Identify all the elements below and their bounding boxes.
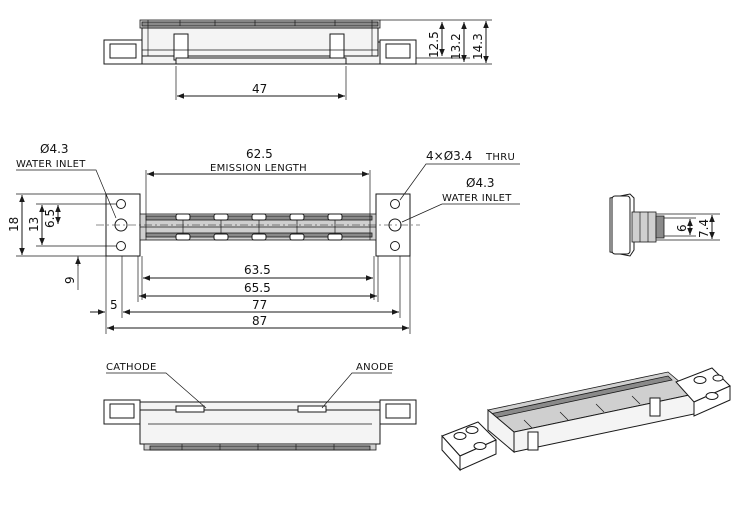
dim-18: 18	[7, 217, 21, 232]
dim-6: 6	[675, 224, 689, 232]
side-view-dimensions: 6 7.4	[656, 213, 720, 241]
emission-length-label: EMISSION LENGTH	[210, 163, 307, 174]
dim-6-5: 6.5	[43, 209, 57, 228]
thru-holes-label: THRU	[485, 152, 515, 163]
anode-label: ANODE	[356, 362, 394, 373]
bottom-view-labels: CATHODE ANODE	[106, 362, 394, 409]
left-hole-size: Ø4.3	[40, 142, 69, 156]
right-hole-size: Ø4.3	[466, 176, 495, 190]
dim-13: 13	[27, 217, 41, 232]
right-water-inlet-label: WATER INLET	[442, 193, 512, 204]
left-water-inlet-label: WATER INLET	[16, 159, 86, 170]
cathode-label: CATHODE	[106, 362, 157, 373]
dim-14-3: 14.3	[471, 33, 485, 60]
dim-77: 77	[252, 298, 267, 312]
front-view-dimensions: 62.5 EMISSION LENGTH Ø4.3 WATER INLET 4×…	[7, 142, 520, 334]
isometric-view	[441, 367, 731, 472]
thru-holes-size: 4×Ø3.4	[426, 149, 472, 163]
dim-63-5: 63.5	[244, 263, 271, 277]
dim-62-5: 62.5	[246, 147, 273, 161]
dim-5: 5	[110, 298, 118, 312]
dim-47: 47	[252, 82, 267, 96]
front-view	[96, 193, 420, 257]
dim-7-4: 7.4	[697, 219, 711, 238]
bottom-view	[103, 399, 417, 451]
top-view-dimensions: 47 12.5 13.2 14.3	[175, 19, 492, 100]
dim-12-5: 12.5	[427, 31, 441, 58]
dim-13-2: 13.2	[449, 33, 463, 60]
top-view	[103, 19, 417, 65]
side-view	[609, 193, 665, 257]
dim-65-5: 65.5	[244, 281, 271, 295]
dim-87: 87	[252, 314, 267, 328]
dim-9: 9	[63, 276, 77, 284]
